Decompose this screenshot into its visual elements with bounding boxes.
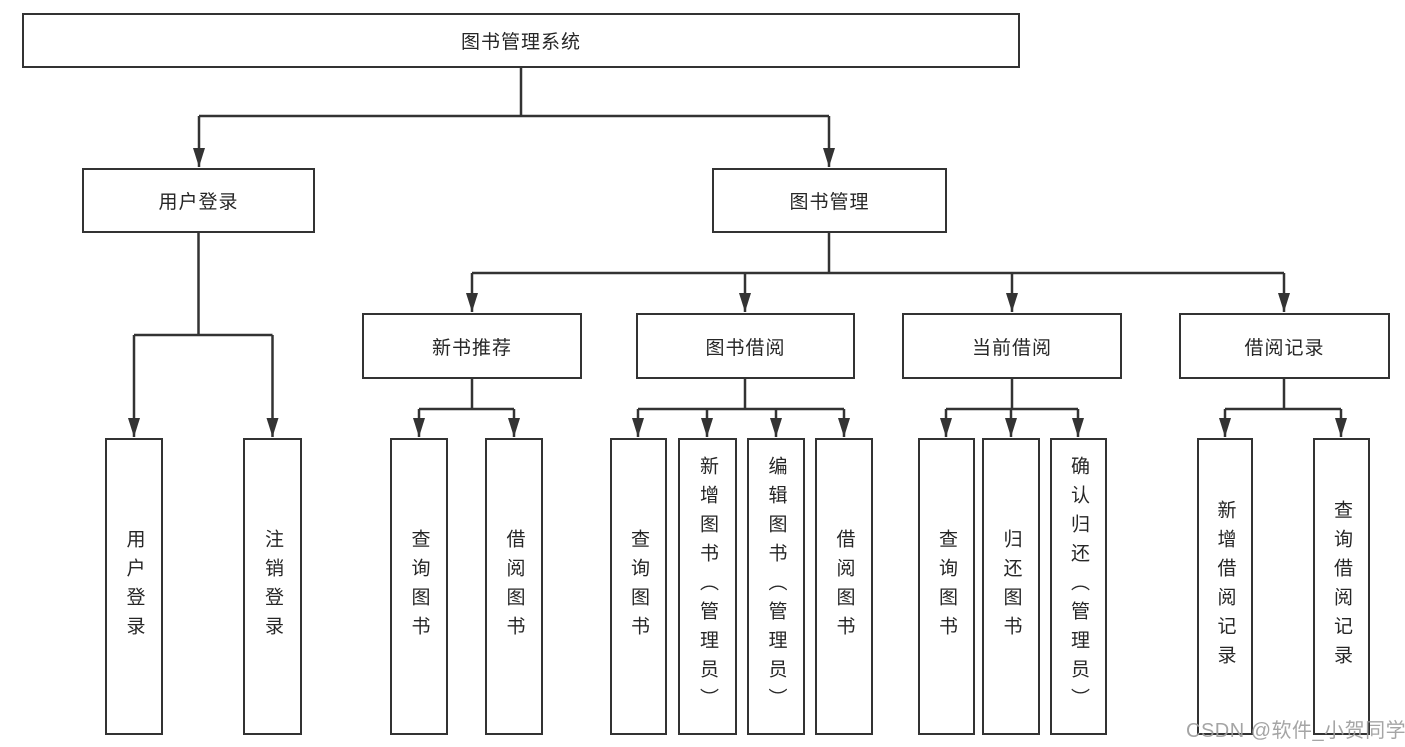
node-leaf-query-book-3: 查询图书 [918,438,975,735]
node-leaf-query-borrow-record: 查询借阅记录 [1313,438,1370,735]
csdn-watermark: CSDN @软件_小贺同学 [1186,720,1405,742]
node-borrowing-records: 借阅记录 [1179,313,1390,379]
node-leaf-add-borrow-record: 新增借阅记录 [1197,438,1253,735]
node-leaf-user-login: 用户登录 [105,438,163,735]
node-leaf-logout: 注销登录 [243,438,302,735]
node-current-borrowing: 当前借阅 [902,313,1122,379]
node-user-login: 用户登录 [82,168,315,233]
node-leaf-query-book-2: 查询图书 [610,438,667,735]
node-book-borrowing: 图书借阅 [636,313,855,379]
node-leaf-confirm-return-admin: 确认归还（管理员） [1050,438,1107,735]
node-leaf-borrow-book-2: 借阅图书 [815,438,873,735]
node-leaf-query-book-1: 查询图书 [390,438,448,735]
node-leaf-edit-book-admin: 编辑图书（管理员） [747,438,805,735]
node-leaf-add-book-admin: 新增图书（管理员） [678,438,737,735]
node-leaf-borrow-book-1: 借阅图书 [485,438,543,735]
node-root: 图书管理系统 [22,13,1020,68]
node-new-book-recommendation: 新书推荐 [362,313,582,379]
node-leaf-return-book: 归还图书 [982,438,1040,735]
node-book-management: 图书管理 [712,168,947,233]
